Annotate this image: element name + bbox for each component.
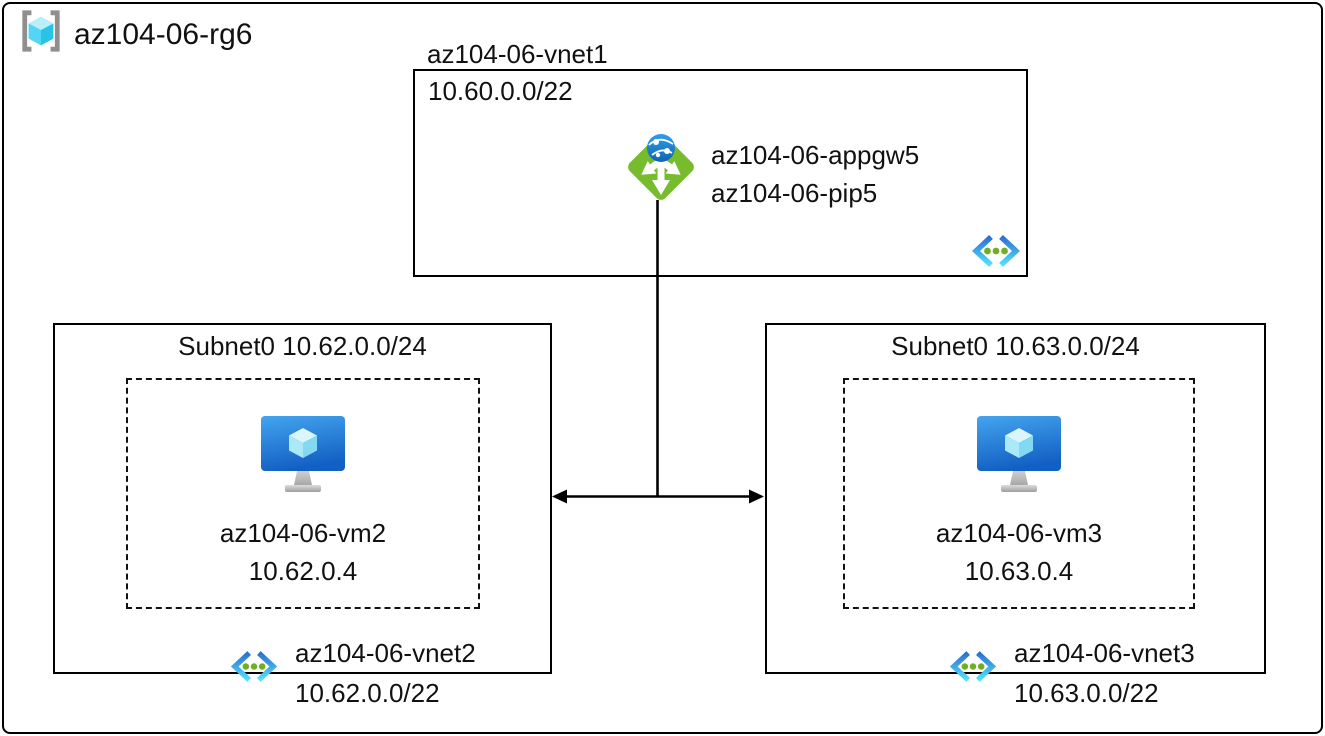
resource-group-header: az104-06-rg6 — [19, 9, 252, 58]
virtual-network-icon — [229, 650, 279, 688]
vnet1-box: 10.60.0.0/22 — [413, 69, 1028, 277]
subnet-box-vnet2: Subnet0 10.62.0.0/24 az104-06-vm2 10.62.… — [53, 323, 552, 708]
application-gateway-icon — [619, 125, 703, 214]
virtual-machine-icon — [260, 415, 346, 498]
vm-name: az104-06-vm3 — [935, 518, 1103, 548]
subnet-inner-boundary: az104-06-vm3 10.63.0.4 — [843, 378, 1195, 609]
resource-group-label: az104-06-rg6 — [74, 17, 253, 51]
vnet1-title: az104-06-vnet1 — [427, 39, 608, 69]
virtual-network-icon — [970, 234, 1022, 273]
subnet-header: Subnet0 10.62.0.0/24 — [178, 331, 427, 361]
vm-ip: 10.62.0.4 — [248, 555, 358, 586]
resource-group-icon — [19, 9, 63, 58]
vnet-name: az104-06-vnet2 — [295, 638, 476, 669]
vnet-cidr: 10.62.0.0/22 — [295, 678, 440, 709]
virtual-network-icon — [948, 650, 998, 688]
vnet-name: az104-06-vnet3 — [1014, 638, 1195, 669]
vm-name: az104-06-vm2 — [219, 518, 387, 548]
vnet1-cidr: 10.60.0.0/22 — [428, 76, 573, 106]
pip-name: az104-06-pip5 — [711, 178, 878, 208]
subnet-inner-boundary: az104-06-vm2 10.62.0.4 — [126, 378, 480, 609]
subnet-box-vnet3: Subnet0 10.63.0.0/24 az104-06-vm3 10.63.… — [765, 323, 1266, 708]
vm-ip: 10.63.0.4 — [964, 555, 1074, 586]
application-gateway-labels: az104-06-appgw5 az104-06-pip5 — [711, 140, 920, 217]
appgw-name: az104-06-appgw5 — [711, 140, 920, 170]
subnet-header: Subnet0 10.63.0.0/24 — [891, 331, 1140, 361]
vnet-cidr: 10.63.0.0/22 — [1014, 678, 1159, 709]
virtual-machine-icon — [976, 415, 1062, 498]
